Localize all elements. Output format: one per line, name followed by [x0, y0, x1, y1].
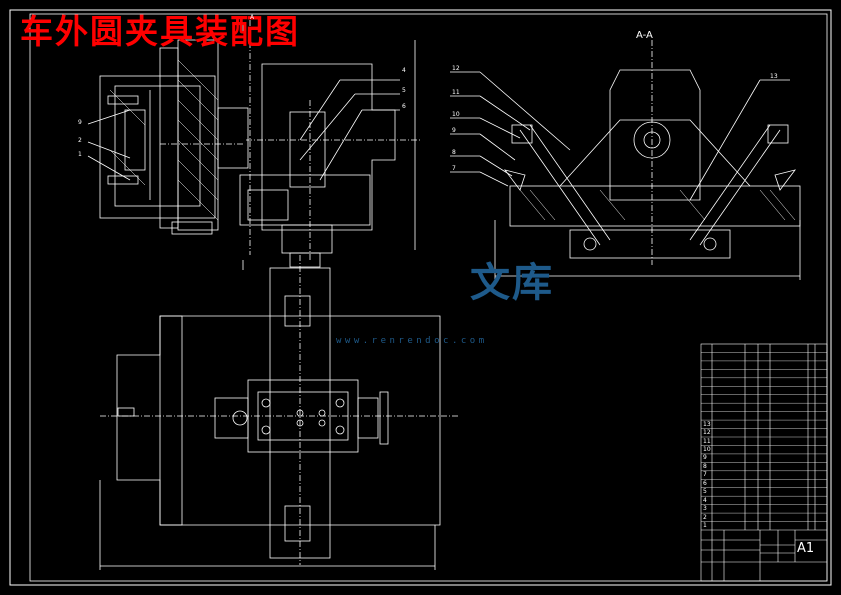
balloon-10: 10: [452, 111, 460, 118]
balloon-9-right: 9: [452, 127, 456, 134]
balloon-9-left: 9: [78, 119, 82, 126]
balloon-4: 4: [402, 67, 406, 74]
bom-item-number: 3: [703, 505, 707, 513]
balloon-11: 11: [452, 89, 460, 96]
section-marker-top: A: [250, 14, 255, 21]
balloon-5: 5: [402, 87, 406, 94]
bom-item-number: 11: [703, 437, 711, 445]
bom-item-number: 13: [703, 420, 711, 428]
bom-item-number: 8: [703, 462, 707, 470]
bom-item-number: 2: [703, 513, 707, 521]
balloon-1: 1: [78, 151, 82, 158]
bom-item-number: 10: [703, 445, 711, 453]
front-section-view: [87, 20, 420, 270]
balloon-13: 13: [770, 73, 778, 80]
balloon-2: 2: [78, 137, 82, 144]
bom-item-number: 6: [703, 479, 707, 487]
balloon-12: 12: [452, 65, 460, 72]
bom-item-number: 12: [703, 429, 711, 437]
section-a-a-view: [450, 40, 801, 280]
bom-rows: [701, 352, 827, 522]
drawing-title: 车外圆夹具装配图: [20, 12, 300, 51]
plan-view: [99, 255, 460, 570]
bom-item-number: 1: [703, 522, 707, 530]
balloon-7: 7: [452, 165, 456, 172]
balloon-8: 8: [452, 149, 456, 156]
drawing-border: [9, 9, 832, 586]
bom-item-number: 4: [703, 496, 707, 504]
balloon-6: 6: [402, 103, 406, 110]
sheet-size-label: A1: [797, 541, 815, 556]
bom-item-number: 5: [703, 488, 707, 496]
bom-item-number: 7: [703, 471, 707, 479]
watermark-url: www.renrendoc.com: [336, 336, 488, 346]
drawing-frame: [29, 13, 828, 582]
bom-item-number: 9: [703, 454, 707, 462]
watermark-text: 文库: [470, 260, 554, 306]
section-label: A-A: [636, 30, 653, 41]
